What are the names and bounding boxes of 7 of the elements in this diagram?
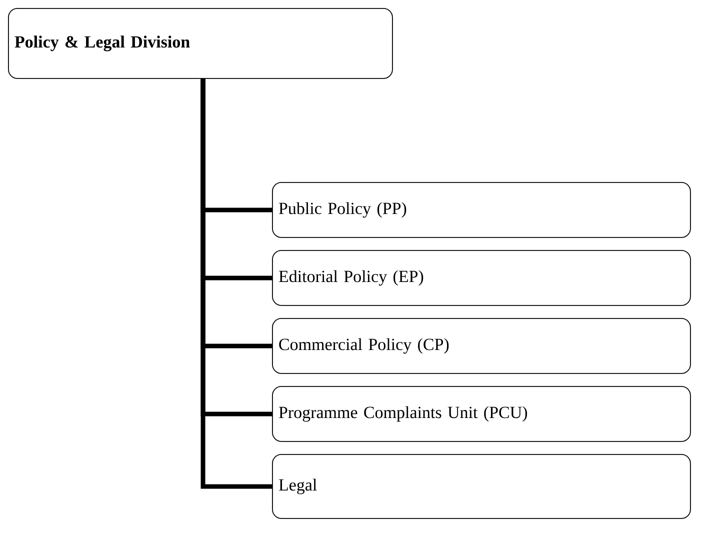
unit-box: Legal: [272, 454, 691, 519]
unit-box: Public Policy (PP): [272, 182, 691, 238]
division-box: Policy & Legal Division: [8, 8, 393, 79]
unit-box: Editorial Policy (EP): [272, 250, 691, 306]
unit-box: Programme Complaints Unit (PCU): [272, 386, 691, 442]
unit-box: Commercial Policy (CP): [272, 318, 691, 374]
connector-line: [200, 78, 272, 489]
